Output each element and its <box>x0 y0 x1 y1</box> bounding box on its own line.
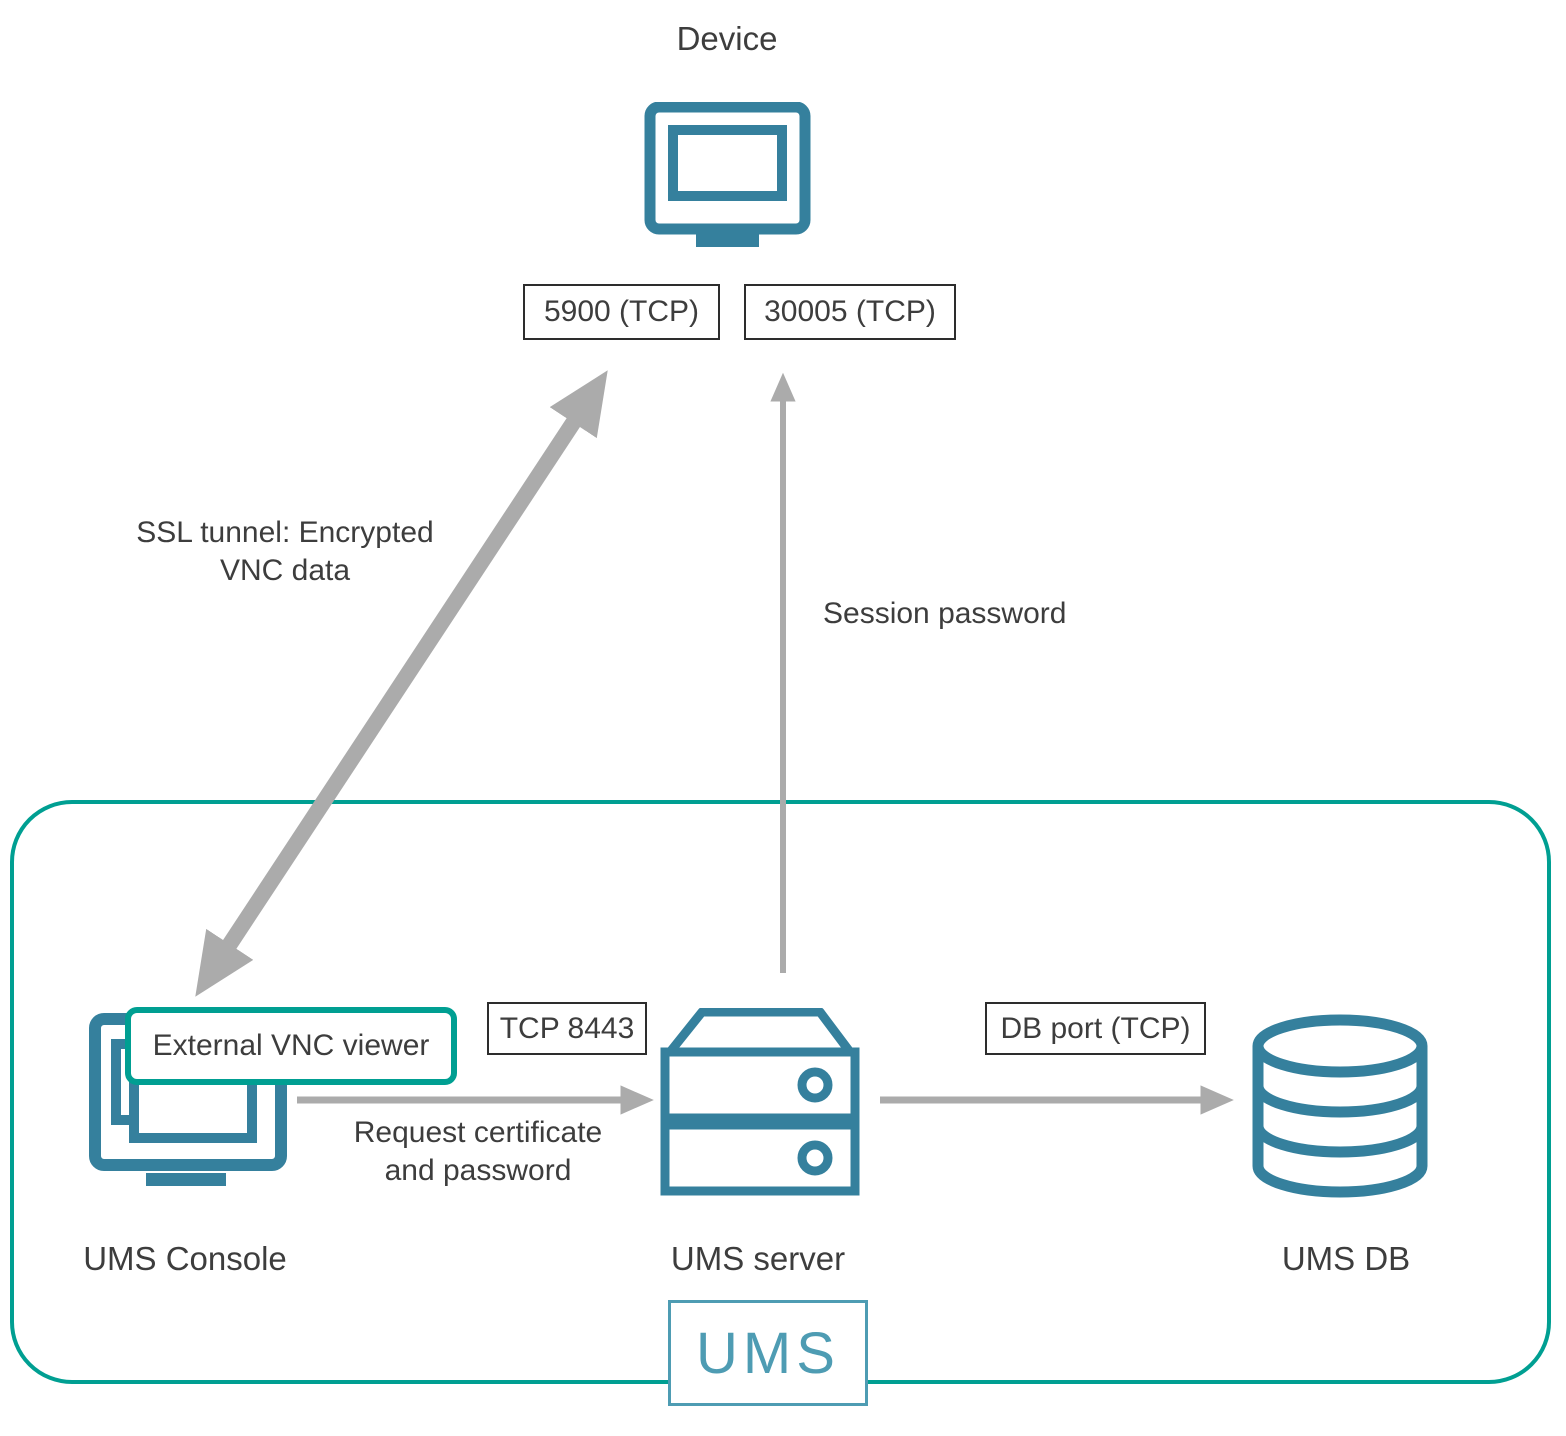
server-stack-icon <box>660 1008 860 1196</box>
ums-logo-text: UMS <box>696 1320 840 1386</box>
request-certificate-label-line2: and password <box>384 1154 572 1187</box>
monitor-icon <box>644 102 811 247</box>
ums-console-label: UMS Console <box>83 1240 287 1277</box>
ssl-tunnel-label-line1: SSL tunnel: Encrypted <box>136 516 434 549</box>
port-db-box: DB port (TCP) <box>985 1002 1206 1055</box>
database-icon <box>1252 1014 1428 1198</box>
request-certificate-label: Request certificate and password <box>332 1114 624 1190</box>
request-certificate-label-line1: Request certificate <box>353 1116 603 1149</box>
ums-server-label: UMS server <box>670 1240 846 1277</box>
session-password-label: Session password <box>823 597 1067 630</box>
port-8443-box: TCP 8443 <box>487 1002 647 1055</box>
port-5900-box: 5900 (TCP) <box>523 284 720 340</box>
external-vnc-viewer-box: External VNC viewer <box>125 1007 457 1085</box>
ssl-tunnel-label-line2: VNC data <box>219 554 351 587</box>
ssl-tunnel-arrow <box>195 370 608 997</box>
device-label: Device <box>676 20 778 57</box>
ssl-tunnel-label: SSL tunnel: Encrypted VNC data <box>110 514 460 590</box>
port-30005-box: 30005 (TCP) <box>744 284 956 340</box>
ums-db-label: UMS DB <box>1281 1240 1411 1277</box>
ums-logo-box: UMS <box>668 1300 868 1406</box>
